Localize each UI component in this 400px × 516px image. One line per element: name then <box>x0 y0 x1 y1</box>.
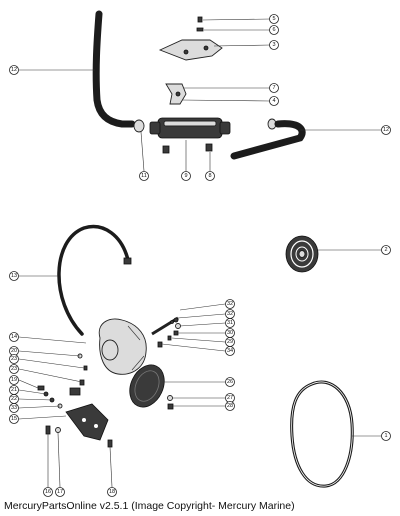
callout-26: 26 <box>225 377 235 387</box>
svg-text:23: 23 <box>11 356 17 362</box>
svg-text:22: 22 <box>11 396 17 402</box>
seal-27 <box>167 395 173 401</box>
callout-5: 5 <box>269 14 279 24</box>
svg-text:23: 23 <box>11 366 17 372</box>
svg-text:26: 26 <box>227 379 233 385</box>
callout-7: 7 <box>269 83 279 93</box>
callout-11: 11 <box>139 171 149 181</box>
callout-29: 29 <box>225 337 235 347</box>
callout-3: 3 <box>269 40 279 50</box>
pump-housing <box>98 318 147 375</box>
svg-text:12: 12 <box>383 127 389 133</box>
fitting-left <box>162 145 170 154</box>
svg-text:5: 5 <box>272 16 275 22</box>
callout-18: 18 <box>107 487 117 497</box>
svg-text:16: 16 <box>45 489 51 495</box>
svg-text:9: 9 <box>184 173 187 179</box>
fitting-right <box>205 143 213 152</box>
bolt-16 <box>45 425 51 435</box>
svg-text:34: 34 <box>227 348 233 354</box>
svg-text:8: 8 <box>208 173 211 179</box>
svg-text:7: 7 <box>272 85 275 91</box>
bolt-19 <box>37 385 45 391</box>
svg-text:3: 3 <box>272 42 275 48</box>
callout-17: 17 <box>55 487 65 497</box>
washer-17 <box>55 427 61 433</box>
callout-12-right: 12 <box>381 125 391 135</box>
callout-32-b: 32 <box>225 309 235 319</box>
svg-text:18: 18 <box>109 489 115 495</box>
hose-12-left <box>92 10 136 128</box>
callout-30: 30 <box>225 328 235 338</box>
callout-32-a: 32 <box>225 299 235 309</box>
leader-lines <box>18 18 381 488</box>
screw-29 <box>167 335 172 341</box>
callout-15: 15 <box>9 414 19 424</box>
svg-text:6: 6 <box>272 27 275 33</box>
svg-text:27: 27 <box>227 395 233 401</box>
pump-rod <box>151 316 179 336</box>
callout-9: 9 <box>181 171 191 181</box>
callout-23-b: 23 <box>9 364 19 374</box>
callout-22: 22 <box>9 394 19 404</box>
callout-16: 16 <box>43 487 53 497</box>
svg-text:14: 14 <box>11 334 17 340</box>
nut-30 <box>173 330 179 336</box>
copyright-footer: MercuryPartsOnline v2.5.1 (Image Copyrig… <box>4 500 295 512</box>
svg-text:30: 30 <box>227 330 233 336</box>
bolt-18 <box>107 439 113 448</box>
callout-6: 6 <box>269 25 279 35</box>
callout-34: 34 <box>225 346 235 356</box>
svg-text:32: 32 <box>227 301 233 307</box>
svg-text:17: 17 <box>57 489 63 495</box>
callout-14: 14 <box>9 332 19 342</box>
callout-4: 4 <box>269 96 279 106</box>
svg-text:20: 20 <box>11 348 17 354</box>
washer-6 <box>196 27 204 32</box>
svg-text:15: 15 <box>11 416 17 422</box>
mount-bracket-15 <box>65 403 109 441</box>
callout-19: 19 <box>9 375 19 385</box>
svg-text:12: 12 <box>11 67 17 73</box>
svg-text:1: 1 <box>384 433 387 439</box>
svg-text:31: 31 <box>227 320 233 326</box>
callout-12-left: 12 <box>9 65 19 75</box>
svg-text:33: 33 <box>11 405 17 411</box>
callout-23-a: 23 <box>9 354 19 364</box>
svg-text:2: 2 <box>384 247 387 253</box>
callout-2: 2 <box>381 245 391 255</box>
callout-13: 13 <box>9 271 19 281</box>
svg-text:13: 13 <box>11 273 17 279</box>
svg-text:19: 19 <box>11 377 17 383</box>
callout-8: 8 <box>205 171 215 181</box>
tube-13 <box>57 224 130 336</box>
callout-20: 20 <box>9 346 19 356</box>
plug-28 <box>167 403 174 410</box>
bracket-plate <box>158 39 223 61</box>
svg-text:28: 28 <box>227 403 233 409</box>
callout-33: 33 <box>9 403 19 413</box>
svg-text:11: 11 <box>141 173 147 179</box>
hose-clamp-left <box>133 119 145 133</box>
svg-text:4: 4 <box>272 98 275 104</box>
svg-text:29: 29 <box>227 339 233 345</box>
svg-text:21: 21 <box>11 387 17 393</box>
washer-31 <box>175 323 181 329</box>
callout-21: 21 <box>9 385 19 395</box>
bracket-block <box>69 387 81 396</box>
impeller-cover <box>129 364 165 408</box>
callout-31: 31 <box>225 318 235 328</box>
spacer-34 <box>157 341 163 348</box>
svg-text:32: 32 <box>227 311 233 317</box>
callout-28: 28 <box>225 401 235 411</box>
callout-1: 1 <box>381 431 391 441</box>
screw-5 <box>197 16 203 23</box>
